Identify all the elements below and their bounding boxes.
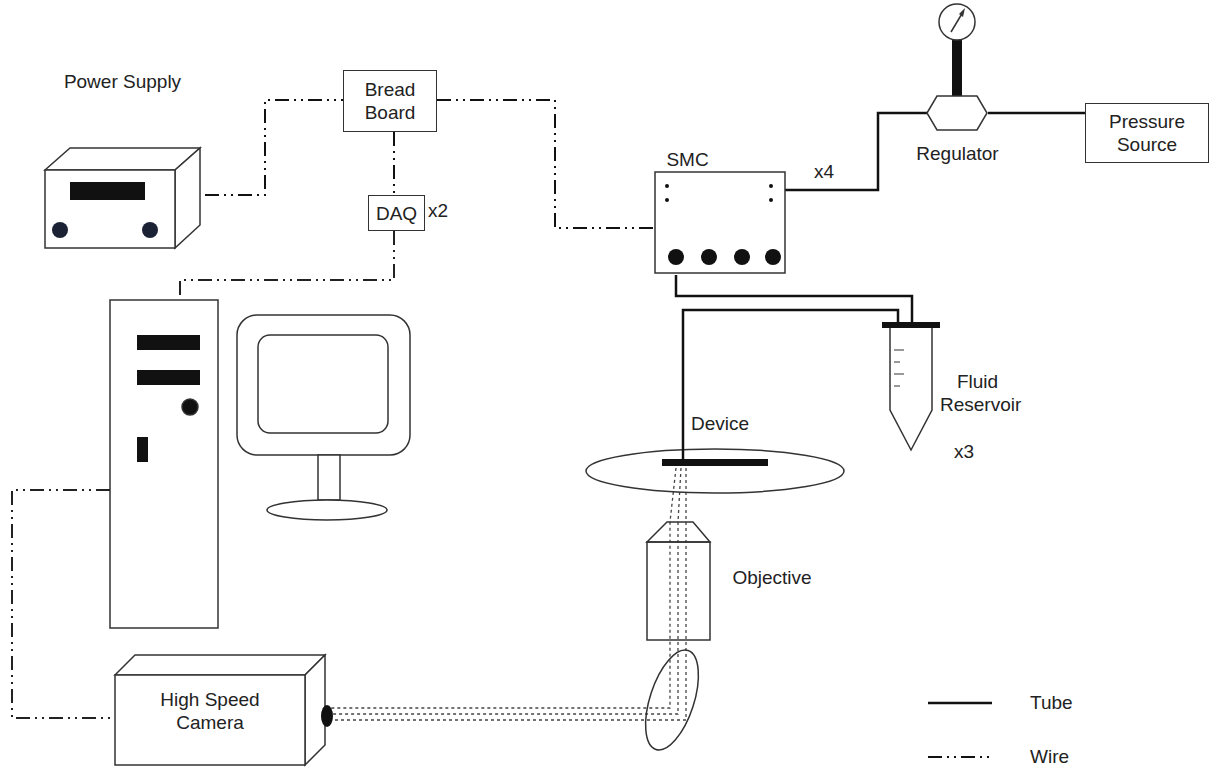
pressure-regulator-shape (915, 0, 1000, 168)
wire-line (437, 100, 655, 228)
node-label: Objective (717, 566, 827, 589)
microscope-objective: Objective (645, 522, 835, 642)
legend-text: Tube (1030, 691, 1073, 714)
multiplier-label: x3 (954, 440, 974, 463)
multiplier-label: x2 (428, 199, 448, 222)
pressure-source-box: Pressure Source (1085, 103, 1209, 163)
fluid-reservoir: Fluid Reservoir (880, 322, 1015, 472)
node-label: Bread Board (348, 78, 432, 124)
node-label: Fluid Reservoir (940, 370, 1015, 416)
node-label: Power Supply (40, 70, 205, 93)
light-path (327, 468, 686, 720)
computer-wire (12, 231, 394, 718)
breadboard-box: Bread Board (343, 70, 437, 132)
microfluidic-device: Device (585, 448, 845, 494)
computer-tower (110, 300, 218, 628)
node-label: Pressure Source (1090, 110, 1204, 156)
microfluidic-device-shape (585, 448, 845, 494)
node-label: DAQ (376, 202, 417, 225)
daq-box: DAQ (368, 195, 425, 231)
smc-valve-box: SMC (655, 150, 785, 275)
multiplier-label: x4 (814, 160, 834, 183)
node-label: High Speed Camera (140, 688, 280, 734)
node-label: Regulator (905, 142, 1010, 165)
computer-monitor (237, 315, 410, 520)
legend-tube-sample (928, 702, 992, 705)
power-supply-shape (40, 70, 205, 250)
pressure-regulator: Regulator (915, 0, 1000, 168)
high-speed-camera-shape (115, 655, 337, 767)
tube-line (676, 275, 912, 322)
tube-line (785, 113, 915, 190)
high-speed-camera: High Speed Camera (115, 655, 337, 767)
wire-line (205, 100, 343, 195)
power-supply: Power Supply (40, 70, 205, 250)
tube-line (1000, 112, 1085, 115)
node-label: Device (680, 412, 760, 435)
wire-line (393, 132, 395, 195)
node-label: SMC (655, 148, 720, 171)
mirror (635, 644, 709, 757)
legend-text: Wire (1030, 745, 1069, 768)
legend-wire-sample (928, 756, 992, 758)
